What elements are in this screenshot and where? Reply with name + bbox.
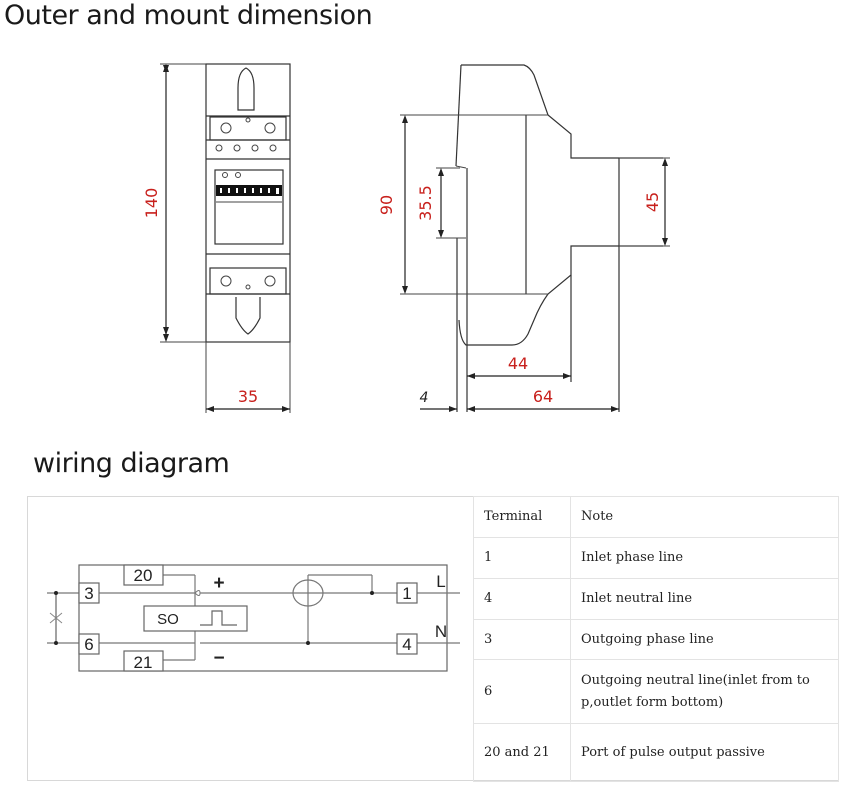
dim-rail-35-5: 35.5 — [416, 185, 435, 221]
cell-note: Port of pulse output passive — [570, 723, 839, 782]
dim-width-35: 35 — [238, 387, 258, 406]
front-body-outline — [205, 63, 291, 343]
table-row: 20 and 21 Port of pulse output passive — [473, 723, 839, 782]
dim-step-45: 45 — [643, 192, 662, 212]
outer-dimension-title: Outer and mount dimension — [4, 0, 373, 31]
header-note: Note — [570, 496, 839, 538]
dim-offset-4: 4 — [420, 390, 429, 406]
cell-terminal: 6 — [473, 659, 571, 724]
dim-depth-64: 64 — [533, 387, 553, 406]
terminal-table: Terminal Note 1 Inlet phase line 4 Inlet… — [473, 496, 839, 782]
dimension-drawing: 140 35 90 35.5 — [142, 63, 670, 413]
table-row: 6 Outgoing neutral line(inlet from to p,… — [473, 659, 839, 724]
lcd-counter — [216, 185, 282, 196]
table-row: 3 Outgoing phase line — [473, 619, 839, 660]
table-header-row: Terminal Note — [473, 496, 839, 538]
wiring-diagram-title: wiring diagram — [33, 448, 230, 479]
cell-note: Inlet neutral line — [570, 578, 839, 620]
top-clip — [237, 67, 255, 111]
cell-note: Outgoing phase line — [570, 619, 839, 660]
table-row: 1 Inlet phase line — [473, 537, 839, 579]
display-window — [214, 169, 284, 245]
side-view: 90 35.5 45 44 64 4 — [377, 64, 670, 412]
cell-note: Outgoing neutral line(inlet from to p,ou… — [570, 659, 839, 724]
dim-depth-44: 44 — [508, 354, 528, 373]
side-outline-bottom — [458, 245, 663, 346]
bottom-clip — [235, 297, 261, 335]
header-terminal: Terminal — [473, 496, 571, 538]
dim-height-90: 90 — [377, 195, 396, 215]
cell-terminal: 3 — [473, 619, 571, 660]
front-view: 140 35 — [142, 63, 291, 413]
wiring-frame — [27, 496, 839, 781]
cell-terminal: 20 and 21 — [473, 723, 571, 782]
cell-terminal: 1 — [473, 537, 571, 579]
cell-note: Inlet phase line — [570, 537, 839, 579]
table-row: 4 Inlet neutral line — [473, 578, 839, 620]
side-outline-top — [461, 64, 663, 159]
cell-terminal: 4 — [473, 578, 571, 620]
dim-height-140: 140 — [142, 188, 161, 219]
